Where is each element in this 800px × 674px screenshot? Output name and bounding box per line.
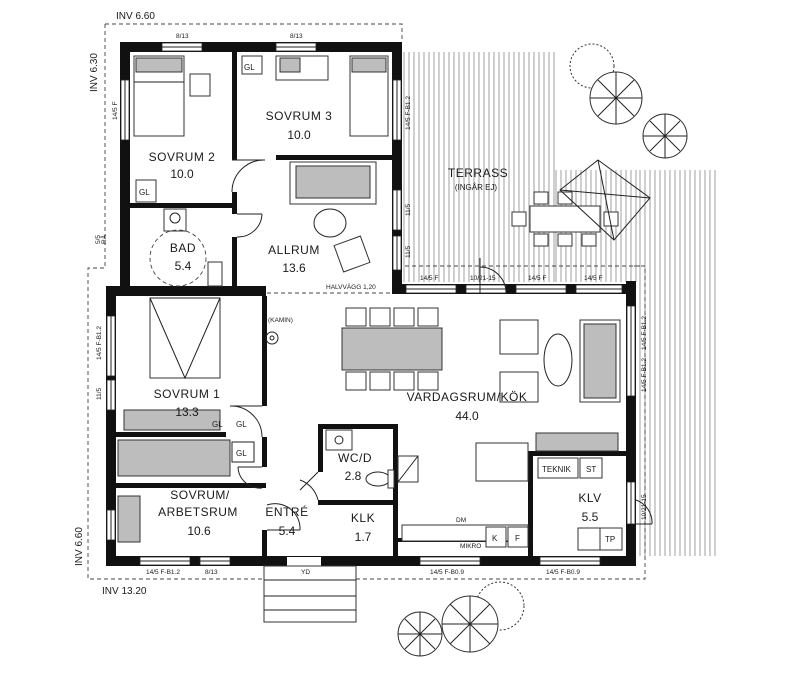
label-gl-sovrum1-a: GL [212, 420, 223, 429]
terrace-decking [403, 52, 716, 556]
label-tp: TP [605, 535, 615, 544]
dim-left-top: INV 6.30 [89, 53, 100, 92]
room-sovrum1-area: 13.3 [175, 405, 199, 419]
fixture-labels: GL GL GL GL GL (KAMIN) HALVVÄGG 1,20 TEK… [99, 63, 615, 576]
terrace-note: (INGÅR EJ) [455, 183, 498, 192]
label-gl-arbetsrum: GL [236, 449, 247, 458]
wc-left-4: 11/5 [96, 387, 103, 400]
wc-bottom-3: 14/5 F-B0.9 [430, 569, 464, 576]
wc-mid-3: 14/5 F [528, 275, 546, 282]
room-sovrum-arbetsrum-area: 10.6 [187, 524, 211, 538]
label-k: K [492, 534, 498, 543]
room-klk-area: 1.7 [355, 530, 372, 544]
room-sovrum1-name: SOVRUM 1 [154, 387, 221, 401]
label-teknik: TEKNIK [542, 465, 572, 474]
dim-left-bottom: INV 6.60 [74, 527, 85, 566]
wc-right-3: 11/5 [405, 245, 412, 258]
dimension-lines: INV 6.60 INV 6.30 INV 6.60 INV 13.20 [74, 11, 646, 597]
dim-bottom: INV 13.20 [102, 586, 147, 597]
tree-group-bottom [397, 581, 525, 657]
furniture [117, 55, 651, 623]
label-ra: RÅ [99, 234, 108, 244]
room-sovrum3-name: SOVRUM 3 [266, 109, 333, 123]
windows [106, 42, 636, 566]
wc-mid-4: 14/5 F [584, 275, 602, 282]
room-sovrum3-area: 10.0 [287, 128, 311, 142]
room-klk-name: KLK [351, 511, 375, 525]
room-sovrum-arbetsrum-line2: ARBETSRUM [158, 505, 238, 519]
room-entre-area: 5.4 [279, 524, 296, 538]
room-sovrum2-area: 10.0 [170, 167, 194, 181]
room-sovrum-arbetsrum-line1: SOVRUM/ [170, 488, 230, 502]
wc-right-5: 14/5 F-B1.2 [641, 358, 648, 392]
wc-mid-2: 10/21-15 [470, 275, 496, 282]
wc-mid-1: 14/5 F [420, 275, 438, 282]
wc-bottom-1: 14/5 F-B1.2 [146, 569, 180, 576]
room-wc-name: WC/D [338, 451, 372, 465]
window-codes: 8/13 8/13 14/5 F 14/5 F-B1.2 11/5 11/5 5… [95, 33, 648, 576]
room-klv-area: 5.5 [582, 510, 599, 524]
wc-left-2: 5/5 [95, 235, 102, 244]
wc-top-2: 8/13 [290, 33, 303, 40]
room-bad-area: 5.4 [175, 259, 192, 273]
wc-right-1: 14/5 F-B1.2 [405, 96, 412, 130]
room-entre-name: ENTRÉ [265, 504, 308, 519]
label-halvvagg: HALVVÄGG 1,20 [326, 283, 376, 291]
doors [229, 159, 653, 601]
terrace-name: TERRASS [448, 166, 508, 180]
room-bad-name: BAD [170, 241, 196, 255]
wc-left-3: 14/5 F-B1.2 [96, 326, 103, 360]
label-f: F [515, 534, 520, 543]
label-kamin: (KAMIN) [268, 317, 293, 324]
room-vardagsrum-area: 44.0 [455, 409, 479, 423]
room-labels: SOVRUM 2 10.0 SOVRUM 3 10.0 BAD 5.4 ALLR… [149, 109, 601, 544]
room-allrum-area: 13.6 [282, 261, 306, 275]
dim-top: INV 6.60 [116, 11, 155, 22]
wc-right-4: 14/5 F-B1.2 [641, 316, 648, 350]
room-vardagsrum-name: VARDAGSRUM/KÖK [407, 390, 528, 404]
label-gl-sovrum2: GL [139, 188, 150, 197]
room-wc-area: 2.8 [345, 469, 362, 483]
label-st: ST [586, 465, 596, 474]
walls [106, 42, 636, 566]
label-mikro: MIKRO [460, 543, 481, 550]
wc-right-6: 10/21-15 [641, 494, 648, 520]
label-dm: DM [456, 517, 466, 524]
wc-right-2: 11/5 [405, 203, 412, 216]
wc-bottom-2: 8/13 [205, 569, 218, 576]
label-gl-sovrum1-b: GL [236, 420, 247, 429]
tree-group-right [569, 43, 688, 159]
room-sovrum2-name: SOVRUM 2 [149, 150, 216, 164]
room-klv-name: KLV [578, 491, 601, 505]
label-gl-sovrum3: GL [244, 63, 255, 72]
wc-left-1: 14/5 F [112, 102, 119, 120]
room-allrum-name: ALLRUM [268, 243, 320, 257]
wc-bottom-4: 14/5 F-B0.9 [546, 569, 580, 576]
label-yd: YD [301, 569, 310, 576]
wc-top-1: 8/13 [176, 33, 189, 40]
